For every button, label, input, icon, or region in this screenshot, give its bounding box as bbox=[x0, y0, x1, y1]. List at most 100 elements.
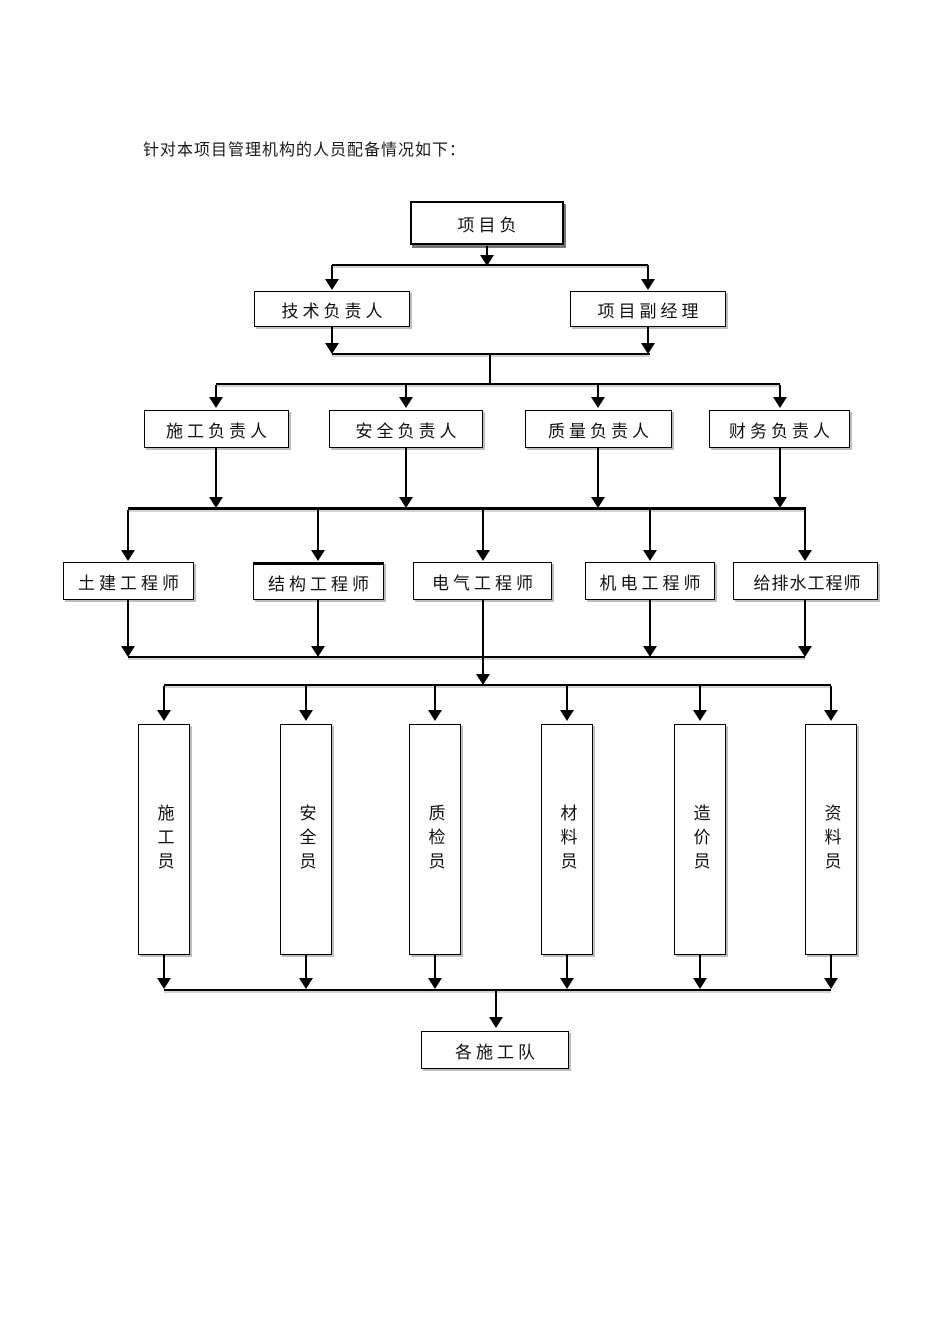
page-heading: 针对本项目管理机构的人员配备情况如下： bbox=[143, 142, 467, 159]
arrow-down-icon bbox=[693, 710, 707, 721]
connector-line bbox=[779, 385, 781, 398]
connector-line bbox=[597, 385, 599, 398]
connector-line bbox=[779, 448, 781, 498]
arrow-down-icon bbox=[209, 497, 223, 508]
arrow-down-icon bbox=[560, 978, 574, 989]
node-label: 材料员 bbox=[557, 803, 577, 876]
node-plumbing-engineer: 给排水工程师 bbox=[733, 562, 878, 600]
node-label: 项目副经理 bbox=[597, 301, 703, 321]
connector-line bbox=[331, 327, 333, 344]
connector-line bbox=[216, 383, 780, 385]
arrow-down-icon bbox=[121, 646, 135, 657]
node-label: 技术负责人 bbox=[281, 301, 387, 321]
arrow-down-icon bbox=[209, 397, 223, 408]
connector-line bbox=[649, 600, 651, 647]
connector-line bbox=[128, 507, 806, 510]
arrow-down-icon bbox=[299, 710, 313, 721]
connector-line bbox=[647, 327, 649, 344]
connector-line bbox=[489, 355, 491, 384]
node-label: 安全负责人 bbox=[355, 421, 461, 441]
arrow-down-icon bbox=[399, 397, 413, 408]
connector-line bbox=[649, 510, 651, 551]
arrow-down-icon bbox=[591, 397, 605, 408]
connector-line bbox=[486, 246, 488, 256]
node-safety-officer: 安全员 bbox=[280, 724, 332, 955]
connector-line bbox=[215, 385, 217, 398]
arrow-down-icon bbox=[476, 674, 490, 685]
node-structural-engineer: 结构工程师 bbox=[253, 562, 384, 600]
connector-line bbox=[830, 686, 832, 711]
node-civil-engineer: 土建工程师 bbox=[63, 562, 194, 600]
node-label: 机电工程师 bbox=[599, 573, 705, 593]
node-deputy-project-manager: 项目副经理 bbox=[570, 291, 726, 327]
arrow-down-icon bbox=[325, 279, 339, 290]
arrow-down-icon bbox=[824, 710, 838, 721]
node-label: 质量负责人 bbox=[548, 421, 653, 441]
arrow-down-icon bbox=[121, 550, 135, 561]
connector-line bbox=[332, 353, 650, 355]
node-material-officer: 材料员 bbox=[541, 724, 593, 955]
node-label: 结构工程师 bbox=[268, 574, 373, 594]
node-label: 造价员 bbox=[690, 803, 710, 876]
connector-line bbox=[317, 510, 319, 551]
connector-line bbox=[495, 991, 497, 1018]
node-quality-director: 质量负责人 bbox=[525, 410, 672, 448]
node-label: 安全员 bbox=[296, 803, 316, 876]
node-construction-worker: 施工员 bbox=[138, 724, 190, 955]
arrow-down-icon bbox=[325, 343, 339, 354]
arrow-down-icon bbox=[798, 646, 812, 657]
node-electrical-engineer: 电气工程师 bbox=[413, 562, 552, 600]
connector-line bbox=[804, 600, 806, 647]
node-construction-teams: 各施工队 bbox=[421, 1031, 569, 1069]
node-project-manager: 项目负 bbox=[410, 201, 564, 245]
connector-line bbox=[128, 656, 805, 658]
connector-line bbox=[482, 510, 484, 551]
connector-line bbox=[405, 385, 407, 398]
node-mechanical-electrical-engineer: 机电工程师 bbox=[585, 562, 715, 600]
connector-line bbox=[405, 448, 407, 498]
connector-line bbox=[482, 600, 484, 675]
arrow-down-icon bbox=[591, 497, 605, 508]
connector-line bbox=[317, 600, 319, 647]
node-label: 电气工程师 bbox=[432, 573, 537, 593]
connector-line bbox=[830, 955, 832, 979]
arrow-down-icon bbox=[428, 710, 442, 721]
connector-line bbox=[566, 686, 568, 711]
connector-line bbox=[305, 955, 307, 979]
arrow-down-icon bbox=[157, 978, 171, 989]
connector-line bbox=[566, 955, 568, 979]
connector-line bbox=[332, 264, 648, 266]
arrow-down-icon bbox=[643, 646, 657, 657]
node-label: 资料员 bbox=[821, 803, 841, 876]
connector-line bbox=[434, 686, 436, 711]
connector-line bbox=[804, 510, 806, 551]
arrow-down-icon bbox=[773, 497, 787, 508]
node-label: 各施工队 bbox=[455, 1042, 539, 1062]
arrow-down-icon bbox=[643, 550, 657, 561]
connector-line bbox=[597, 448, 599, 498]
node-cost-estimator: 造价员 bbox=[674, 724, 726, 955]
node-label: 项目负 bbox=[457, 215, 521, 235]
arrow-down-icon bbox=[824, 978, 838, 989]
arrow-down-icon bbox=[428, 978, 442, 989]
node-document-officer: 资料员 bbox=[805, 724, 857, 955]
connector-line bbox=[647, 265, 649, 280]
arrow-down-icon bbox=[399, 497, 413, 508]
arrow-down-icon bbox=[798, 550, 812, 561]
connector-line bbox=[215, 448, 217, 498]
connector-line bbox=[699, 955, 701, 979]
connector-line bbox=[331, 265, 333, 280]
arrow-down-icon bbox=[480, 255, 494, 266]
arrow-down-icon bbox=[560, 710, 574, 721]
connector-line bbox=[163, 955, 165, 979]
node-label: 质检员 bbox=[425, 803, 445, 876]
node-label: 财务负责人 bbox=[729, 421, 834, 441]
node-label: 给排水工程师 bbox=[753, 573, 862, 593]
connector-line bbox=[699, 686, 701, 711]
arrow-down-icon bbox=[641, 279, 655, 290]
arrow-down-icon bbox=[773, 397, 787, 408]
connector-line bbox=[434, 955, 436, 979]
arrow-down-icon bbox=[311, 550, 325, 561]
connector-line bbox=[164, 989, 831, 991]
